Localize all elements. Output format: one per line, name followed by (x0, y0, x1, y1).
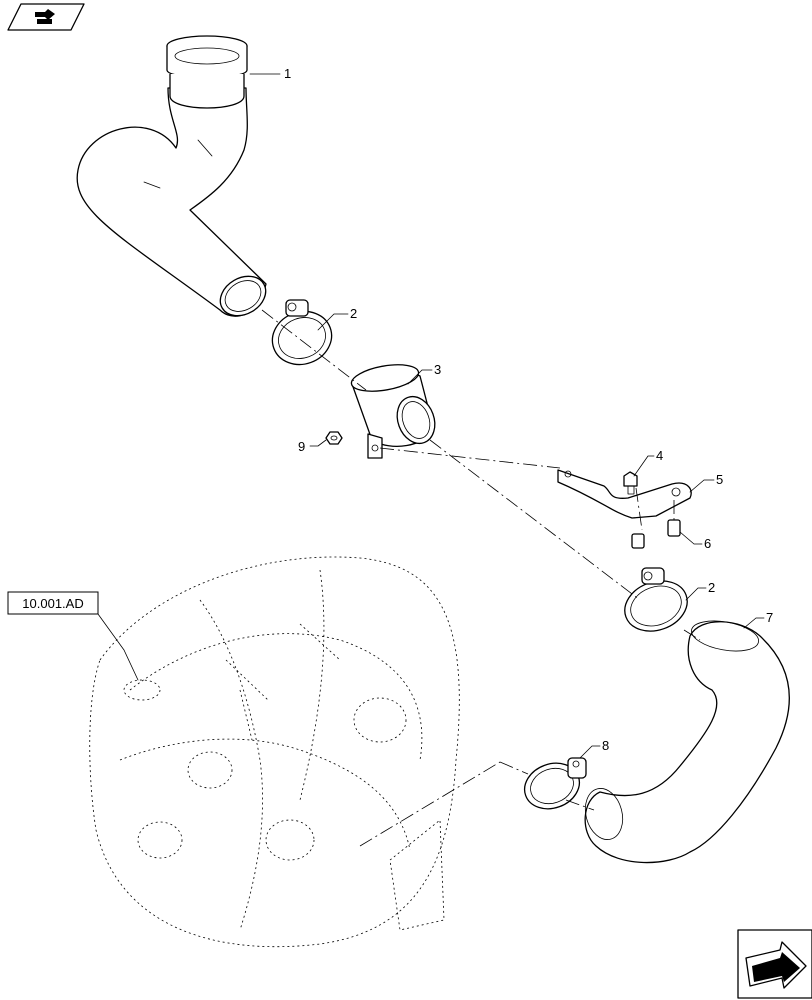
callout-3: 3 (434, 362, 441, 377)
callout-5: 5 (716, 472, 723, 487)
callout-labels: 1 2 3 9 4 5 6 2 7 8 (284, 66, 773, 753)
tube-adapter (350, 364, 436, 459)
engine-hose-clamp (523, 757, 587, 810)
assembly-centerlines (261, 309, 701, 847)
book-hand-icon[interactable] (7, 3, 85, 31)
lower-hose (584, 620, 790, 864)
callout-8: 8 (602, 738, 609, 753)
lower-hose-clamp (624, 567, 688, 632)
leader-lines (97, 73, 765, 759)
reference-box[interactable]: 10.001.AD (7, 591, 99, 615)
engine-assembly (89, 556, 460, 948)
callout-4: 4 (656, 448, 663, 463)
reference-box-label: 10.001.AD (22, 596, 83, 611)
spacer (631, 519, 681, 549)
callout-2-lower: 2 (708, 580, 715, 595)
callout-1: 1 (284, 66, 291, 81)
callout-2-upper: 2 (350, 306, 357, 321)
callout-7: 7 (766, 610, 773, 625)
upper-hose-clamp (271, 299, 333, 366)
next-page-arrow-icon[interactable] (737, 929, 812, 999)
upper-elbow-hose (76, 35, 267, 317)
nut (325, 431, 343, 445)
callout-9: 9 (298, 439, 305, 454)
callout-6: 6 (704, 536, 711, 551)
mounting-bracket (557, 469, 692, 519)
bolt (623, 471, 638, 495)
